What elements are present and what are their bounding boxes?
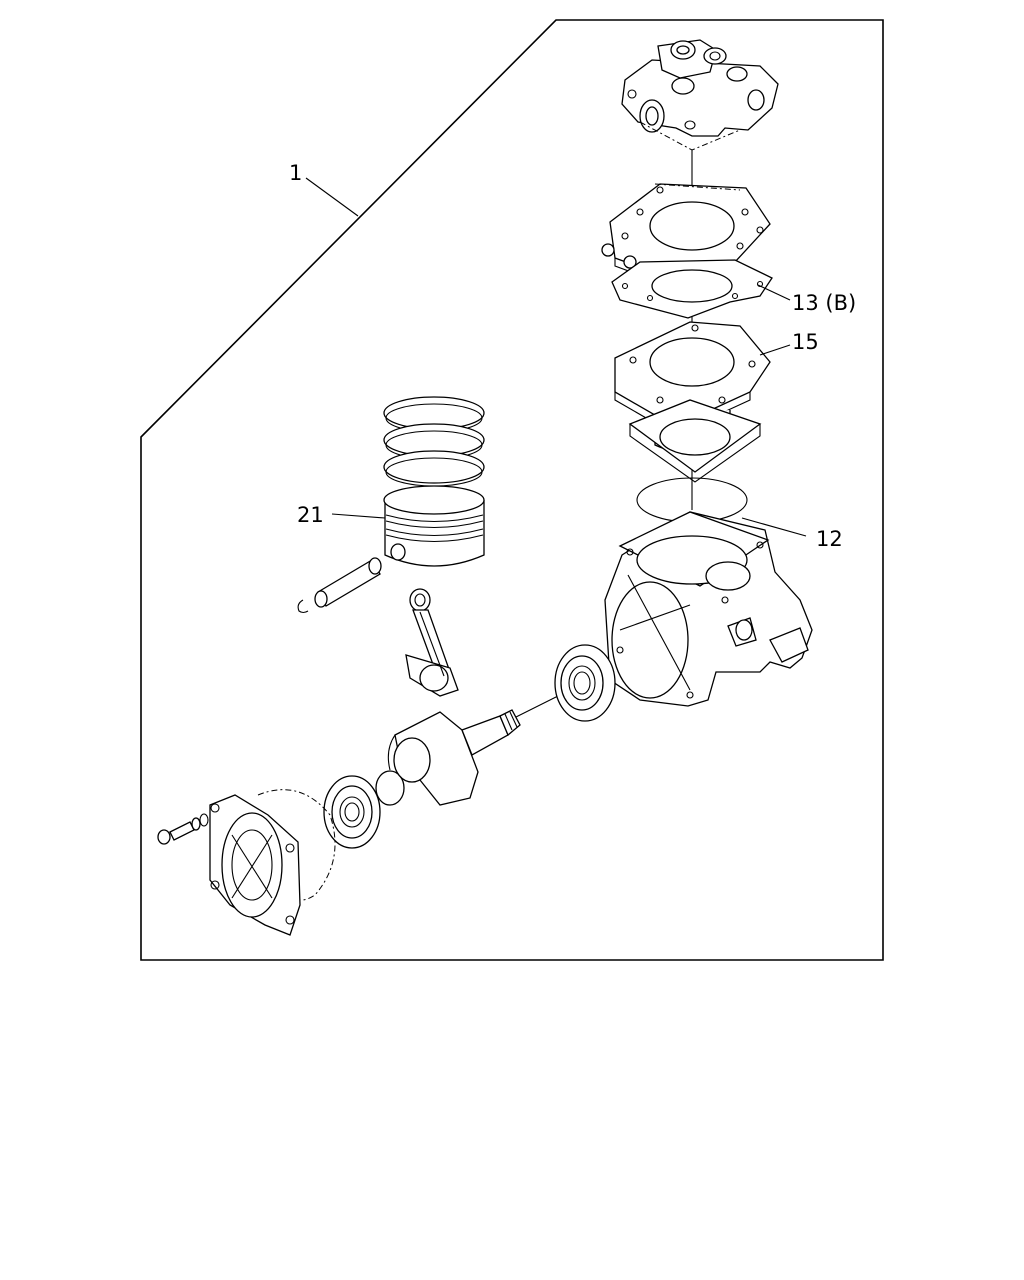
- main-bearing-left: [323, 775, 381, 849]
- callout-13b: 13 (B): [757, 284, 856, 315]
- cylinder-head: [621, 39, 779, 151]
- crankshaft: [375, 709, 521, 806]
- snap-ring: [297, 599, 309, 614]
- callout-label-15: 15: [792, 330, 819, 354]
- callout-15: 15: [759, 330, 819, 356]
- cover-gasket: [257, 789, 336, 901]
- cover-bolt: [157, 817, 201, 845]
- bearing-cover: [209, 794, 301, 936]
- valve-plate: [601, 183, 771, 291]
- callout-12: 12: [741, 517, 843, 551]
- callout-1: 1: [289, 161, 359, 217]
- crankcase: [604, 511, 813, 707]
- callout-label-13b: 13 (B): [792, 291, 856, 315]
- assembly-frame: [140, 19, 884, 961]
- piston-assembly: [383, 396, 485, 567]
- cylinder-liner: [628, 399, 762, 483]
- spacer-plate: [614, 321, 771, 427]
- callout-21: 21: [297, 503, 386, 527]
- connecting-rod: [405, 588, 459, 697]
- gasket: [611, 259, 773, 319]
- piston-ring-3: [383, 450, 485, 484]
- main-bearing-right: [554, 644, 616, 722]
- callout-label-1: 1: [289, 161, 302, 185]
- lock-washer: [199, 813, 209, 827]
- callout-label-21: 21: [297, 503, 324, 527]
- callout-label-12: 12: [816, 527, 843, 551]
- piston-pin: [314, 557, 382, 608]
